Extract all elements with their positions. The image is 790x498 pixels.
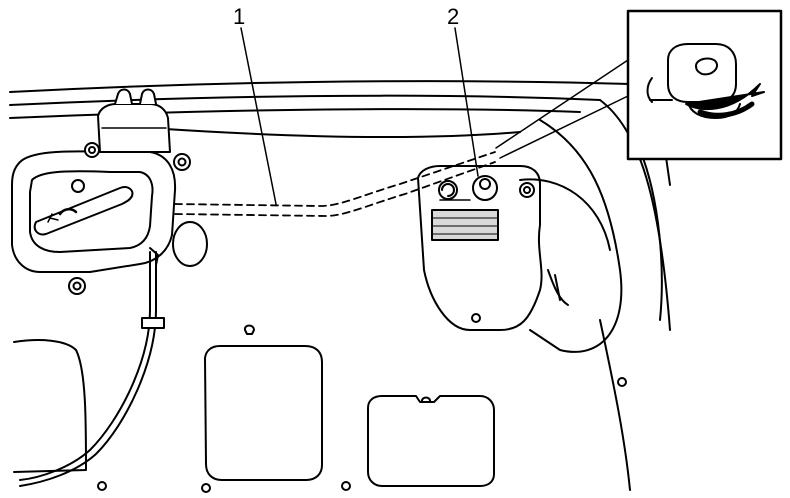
lower-cable [19, 251, 165, 487]
lower-panel-cutouts [13, 324, 627, 493]
release-handle-assembly [11, 88, 191, 295]
callout-1: 1 [233, 4, 246, 29]
body-trim-lines [9, 80, 631, 138]
body-plug [172, 221, 208, 267]
clip-mount-bracket [417, 165, 569, 331]
callout-2: 2 [447, 4, 460, 29]
side-panel-outline [519, 99, 671, 491]
release-cable [174, 151, 496, 217]
leader-lines [240, 27, 629, 205]
detail-inset [626, 9, 783, 161]
